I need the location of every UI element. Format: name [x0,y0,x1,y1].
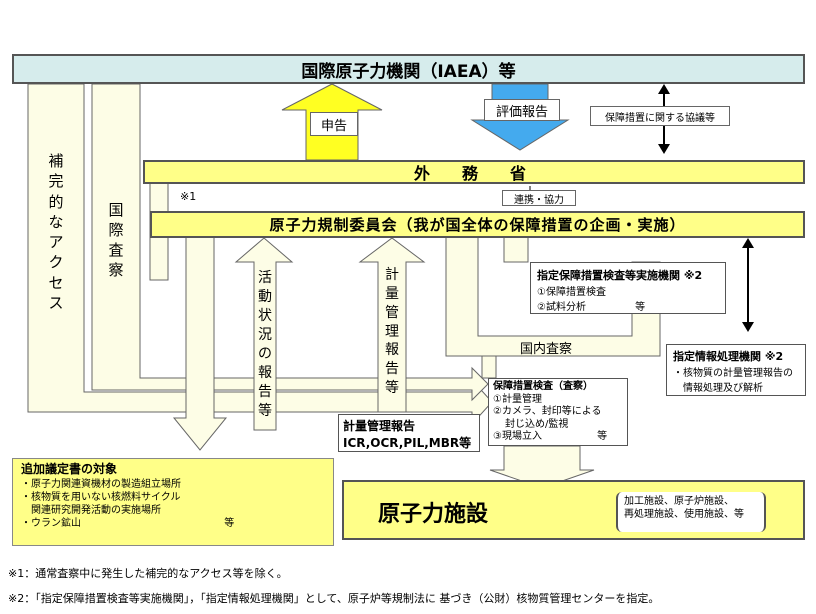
inspection-to-facility-arrow [489,445,595,489]
agreements-label-box: 保障措置に関する協議等 [590,106,730,126]
cooperation-label: 連携・協力 [514,194,564,206]
declaration-label-box: 申告 [310,112,358,136]
safeguards-line2: ②カメラ、封印等による [493,406,602,417]
protocol-item: ・核物質を用いない核燃料サイクル [21,491,181,503]
info-body-line2: 情報処理及び解析 [683,383,763,394]
accounting-report-arrow [358,237,426,413]
inspection-body-box: 指定保障措置検査等実施機関 ※2 ①保障措置検査 ②試料分析 等 [530,262,726,314]
intl-inspection-text: 国 際 査 察 [108,200,124,280]
protocol-item: 関連研究開発活動の実施場所 [21,504,161,516]
accounting-box-title: 計量管理報告 [343,419,416,433]
protocol-item: ・原子力関連資機材の製造組立場所 [21,478,181,490]
nra-label: 原子力規制委員会（我が国全体の保障措置の企画・実施） [269,216,686,234]
inspection-body-title: 指定保障措置検査等実施機関 ※2 [537,269,703,282]
facility-types-line2: 再処理施設、使用施設、等 [624,509,744,520]
additional-protocol-box: 追加議定書の対象 ・原子力関連資機材の製造組立場所 ・核物質を用いない核燃料サイ… [12,458,334,546]
mofa-label: 外 務 省 [413,164,534,183]
footnote-2: ※2：「指定保障措置検査等実施機関」，「指定情報処理機関」として、原子炉等規制法… [8,592,660,605]
safeguards-line3: 封じ込め/監視 [505,418,569,430]
inspection-body-line2: ②試料分析 等 [537,302,646,313]
accounting-report-text: 計 量 管 理 報 告 等 [385,266,399,397]
activity-report-arrow [234,237,294,431]
intl-inspection-arrow [91,83,489,402]
safeguards-line4: ③現場立入 等 [493,431,608,442]
note-mark-1: ※1 [180,190,197,203]
facility-types-box: 加工施設、原子炉施設、 再処理施設、使用施設、等 [616,492,766,532]
protocol-item: ・ウラン鉱山 等 [21,517,235,529]
agreements-label: 保障措置に関する協議等 [605,112,715,124]
complementary-access-arrow [27,83,493,426]
iaea-bar: 国際原子力機関（IAEA）等 [12,54,805,84]
iaea-label: 国際原子力機関（IAEA）等 [301,61,516,82]
nra-to-protocol-arrow [172,231,228,451]
complementary-access-text: 補 完 的 な ア ク セ ス [48,152,64,312]
declaration-label: 申告 [320,118,347,134]
evaluation-label: 評価報告 [495,104,548,120]
inspection-body-line1: ①保障措置検査 [537,287,606,298]
safeguards-inspection-box: 保障措置検査（査察） ①計量管理 ②カメラ、封印等による 封じ込め/監視 ③現場… [488,378,628,446]
mofa-bar: 外 務 省 [143,160,805,184]
nra-to-body-arrow [503,235,529,263]
facility-bar: 原子力施設 加工施設、原子炉施設、 再処理施設、使用施設、等 [342,480,805,540]
domestic-inspection-label: 国内査察 [520,342,573,357]
safeguards-inspection-title: 保障措置検査（査察） [493,381,593,392]
info-body-box: 指定情報処理機関 ※2 ・核物質の計量管理報告の 情報処理及び解析 [666,344,806,396]
accounting-box-items: ICR,OCR,PIL,MBR等 [343,436,472,450]
cooperation-label-box: 連携・協力 [502,190,576,206]
additional-protocol-title: 追加議定書の対象 [21,462,118,476]
evaluation-label-box: 評価報告 [484,99,560,121]
safeguards-line1: ①計量管理 [493,393,542,405]
facility-types-line1: 加工施設、原子炉施設、 [624,496,734,507]
activity-report-text: 活 動 状 況 の 報 告 等 [258,270,272,419]
accounting-box: 計量管理報告 ICR,OCR,PIL,MBR等 [338,414,480,452]
info-body-title: 指定情報処理機関 ※2 [673,350,784,363]
info-body-line1: ・核物質の計量管理報告の [673,368,793,379]
nra-bar: 原子力規制委員会（我が国全体の保障措置の企画・実施） [150,211,805,238]
footnote-1: ※1：通常査察中に発生した補完的なアクセス等を除く。 [8,567,288,580]
facility-label: 原子力施設 [378,502,489,527]
